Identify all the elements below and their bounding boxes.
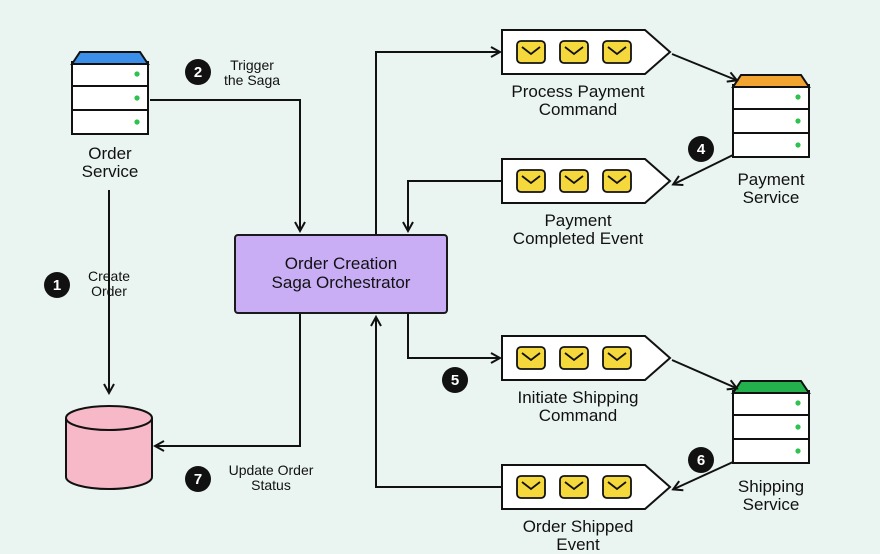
payment-completed-label: Payment Completed Event [512, 211, 644, 248]
arrow-payment-completed [674, 154, 734, 184]
arrow-trigger-saga [150, 99, 300, 230]
queue-payment-completed-icon [501, 158, 672, 204]
arrow-order-shipped [674, 461, 734, 489]
database-icon [65, 405, 153, 490]
queue-order-shipped-icon [501, 464, 672, 510]
connectors [109, 52, 736, 489]
arrow-to-shipping-service [671, 359, 736, 388]
arrow-initiate-shipping [407, 314, 499, 358]
arrow-process-payment [375, 52, 499, 234]
step-6-badge: 6 [688, 447, 714, 473]
step-2-badge: 2 [185, 59, 211, 85]
arrow-event-to-orchestrator [408, 180, 502, 230]
payment-service-label: Payment Service [737, 170, 805, 207]
order-shipped-label: Order Shipped Event [522, 517, 634, 554]
order-service-server-icon [70, 51, 150, 135]
shipping-service-label: Shipping Service [737, 477, 805, 514]
step-1-label: Create Order [87, 268, 131, 300]
step-7-badge: 7 [185, 466, 211, 492]
process-payment-label: Process Payment Command [511, 82, 645, 119]
orchestrator-line1: Order Creation [284, 254, 398, 274]
step-5-badge: 5 [442, 367, 468, 393]
arrow-shipped-to-orchestrator [376, 318, 502, 488]
payment-service-server-icon [731, 74, 811, 158]
arrow-to-payment-service [671, 53, 736, 80]
queue-initiate-shipping-icon [501, 335, 672, 381]
step-7-label: Update Order Status [228, 462, 314, 494]
orchestrator-line2: Saga Orchestrator [271, 273, 411, 292]
step-2-label: Trigger the Saga [223, 57, 281, 89]
queue-process-payment-icon [501, 29, 672, 75]
saga-diagram [65, 29, 811, 510]
shipping-service-server-icon [731, 380, 811, 464]
step-1-badge: 1 [44, 272, 70, 298]
order-service-label: Order Service [81, 144, 139, 181]
initiate-shipping-label: Initiate Shipping Command [517, 388, 639, 425]
step-4-badge: 4 [688, 136, 714, 162]
arrow-update-order-status [156, 314, 301, 446]
saga-orchestrator-box: Order Creation Saga Orchestrator [234, 234, 448, 314]
